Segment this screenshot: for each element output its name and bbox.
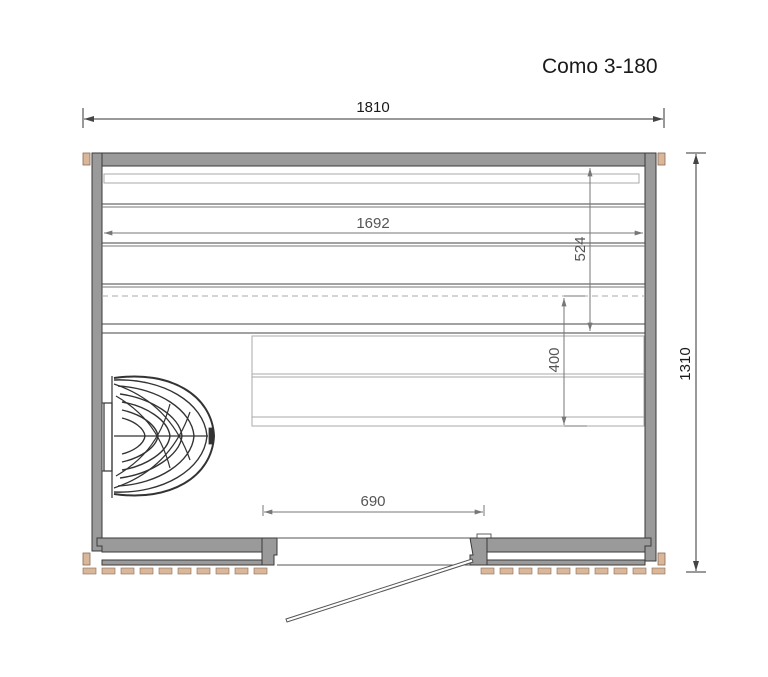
door — [285, 558, 474, 623]
door-width-dimension: 690 — [262, 493, 485, 516]
wood-slats — [82, 567, 666, 575]
bench-width-dimension: 1692 — [104, 215, 644, 236]
lower-bench-depth-dimension: 400 — [546, 295, 587, 427]
depth-label: 1310 — [677, 347, 694, 380]
lower-bench — [251, 335, 645, 427]
model-title: Como 3-180 — [542, 55, 658, 78]
upper-bench-depth-dimension: 524 — [572, 167, 593, 331]
door-width-label: 690 — [360, 493, 385, 510]
heater — [102, 375, 216, 498]
walls — [91, 152, 657, 566]
width-label: 1810 — [356, 99, 389, 116]
upper-bench — [102, 173, 645, 334]
lower-bench-depth-label: 400 — [546, 347, 563, 372]
bench-width-label: 1692 — [356, 215, 389, 232]
width-dimension: 1810 — [82, 99, 665, 128]
upper-bench-depth-label: 524 — [572, 236, 589, 261]
depth-dimension: 1310 — [677, 152, 706, 573]
corner-posts — [82, 152, 666, 566]
